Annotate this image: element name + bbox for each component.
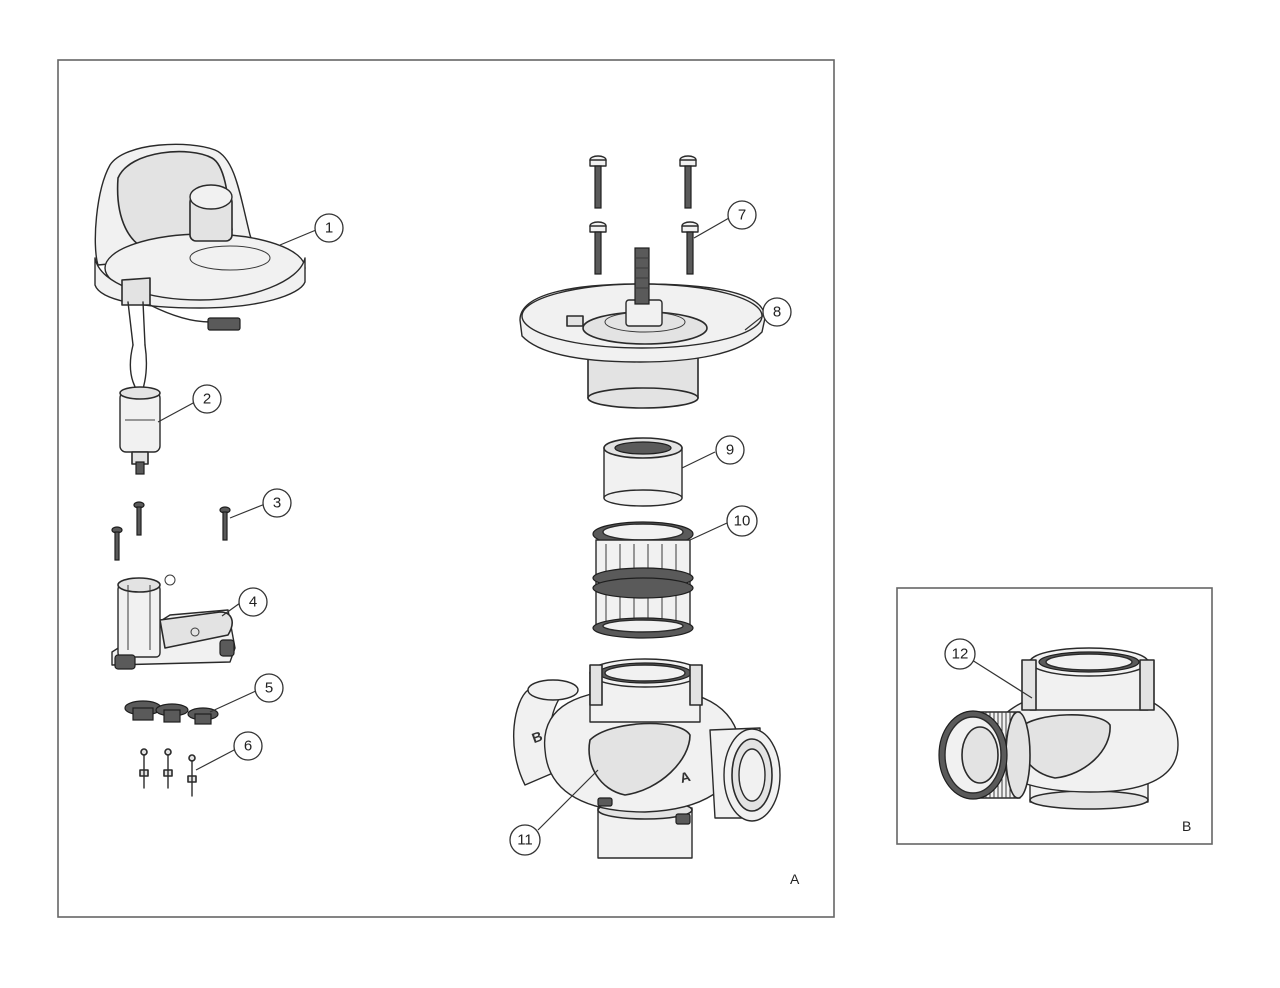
panel-b-frame xyxy=(896,587,1213,845)
callout-9: 9 xyxy=(715,435,745,465)
callout-1: 1 xyxy=(314,213,344,243)
port-label-outlet: A xyxy=(678,768,692,786)
part-motor xyxy=(119,386,161,475)
callout-12-label: 12 xyxy=(952,646,969,663)
callout-5: 5 xyxy=(254,673,284,703)
part-gear-pins xyxy=(139,748,197,797)
callout-8-label: 8 xyxy=(773,304,781,321)
part-valve-head xyxy=(519,247,766,409)
leader-lines xyxy=(157,217,1033,831)
part-motor-bracket xyxy=(111,574,236,670)
panel-a-frame xyxy=(57,59,835,918)
callout-4-label: 4 xyxy=(249,594,257,611)
callout-6-label: 6 xyxy=(244,738,252,755)
callout-1-label: 1 xyxy=(325,220,333,237)
callout-2-label: 2 xyxy=(203,391,211,408)
callout-3-label: 3 xyxy=(273,495,281,512)
callout-10-label: 10 xyxy=(734,513,751,530)
callout-9-label: 9 xyxy=(726,442,734,459)
callout-7-label: 7 xyxy=(738,207,746,224)
panel-b-letter: B xyxy=(1182,818,1191,834)
callout-11-label: 11 xyxy=(517,832,533,849)
callout-2: 2 xyxy=(192,384,222,414)
callout-6: 6 xyxy=(233,731,263,761)
part-mounting-screws xyxy=(111,501,231,561)
part-motor-cover xyxy=(94,143,306,393)
callout-5-label: 5 xyxy=(265,680,273,697)
part-spacer-cage xyxy=(592,521,694,639)
callout-8: 8 xyxy=(762,297,792,327)
callout-12: 12 xyxy=(944,638,976,670)
panel-a-letter: A xyxy=(790,871,800,887)
part-cover-bolts xyxy=(589,155,699,275)
part-valve-body xyxy=(513,658,781,859)
callout-4: 4 xyxy=(238,587,268,617)
callout-10: 10 xyxy=(726,505,758,537)
part-threaded-valve-body xyxy=(938,647,1179,810)
callout-3: 3 xyxy=(262,488,292,518)
part-gear-set xyxy=(124,700,219,725)
callout-7: 7 xyxy=(727,200,757,230)
part-seal-cylinder xyxy=(603,437,683,507)
callout-11: 11 xyxy=(509,824,541,856)
